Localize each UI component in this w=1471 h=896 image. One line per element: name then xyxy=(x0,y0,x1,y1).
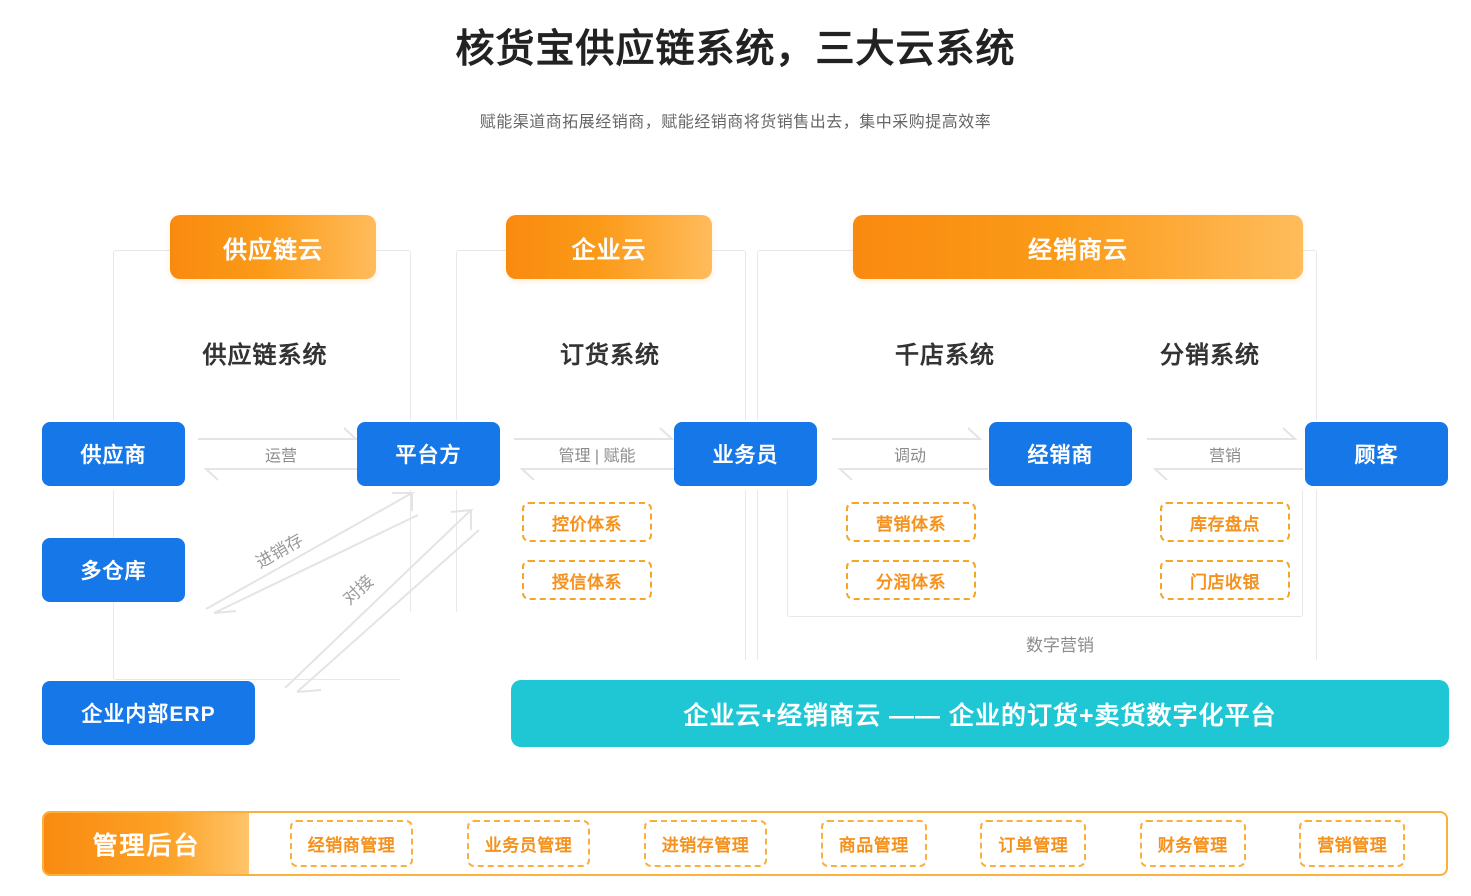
role-label: 多仓库 xyxy=(80,560,147,583)
tag-price-control[interactable]: 控价体系 xyxy=(522,502,652,542)
system-caption-store: 千店系统 xyxy=(895,342,995,369)
admin-item-distributor-management[interactable]: 经销商管理 xyxy=(289,820,414,867)
page-subtitle: 赋能渠道商拓展经销商，赋能经销商将货销售出去，集中采购提高效率 xyxy=(479,114,992,131)
admin-items: 经销商管理 业务员管理 进销存管理 商品管理 订单管理 财务管理 营销管理 xyxy=(249,813,1446,874)
admin-item-inventory-management[interactable]: 进销存管理 xyxy=(643,820,768,867)
role-box-warehouse[interactable]: 多仓库 xyxy=(42,538,185,602)
double-diagonal-arrow-icon xyxy=(284,508,480,693)
admin-item-product-management[interactable]: 商品管理 xyxy=(820,820,927,867)
tag-label: 库存盘点 xyxy=(1190,514,1260,534)
system-caption-supply-chain: 供应链系统 xyxy=(202,342,328,369)
role-box-platform[interactable]: 平台方 xyxy=(357,422,500,486)
admin-item-salesperson-management[interactable]: 业务员管理 xyxy=(466,820,591,867)
tag-label: 门店收银 xyxy=(1190,572,1260,592)
tag-credit-system[interactable]: 授信体系 xyxy=(522,560,652,600)
double-arrow-icon xyxy=(198,427,364,481)
double-arrow-icon xyxy=(514,427,680,481)
tag-label: 分润体系 xyxy=(876,572,946,592)
role-label: 业务员 xyxy=(712,444,779,467)
connector-marketing: 营销 xyxy=(1145,425,1305,483)
page-title: 核货宝供应链系统，三大云系统 xyxy=(455,28,1016,71)
admin-item-marketing-management[interactable]: 营销管理 xyxy=(1299,820,1406,867)
role-box-salesperson[interactable]: 业务员 xyxy=(674,422,817,486)
connector-operation: 运营 xyxy=(196,425,366,483)
role-label: 供应商 xyxy=(80,444,147,467)
cloud-label: 企业云 xyxy=(571,236,647,264)
digital-marketing-caption: 数字营销 xyxy=(1026,636,1094,655)
tag-store-cashier[interactable]: 门店收银 xyxy=(1160,560,1290,600)
teal-banner: 企业云+经销商云 —— 企业的订货+卖货数字化平台 xyxy=(511,680,1449,747)
system-caption-order: 订货系统 xyxy=(560,342,660,369)
tag-inventory-count[interactable]: 库存盘点 xyxy=(1160,502,1290,542)
admin-item-order-management[interactable]: 订单管理 xyxy=(980,820,1087,867)
role-label: 顾客 xyxy=(1354,444,1399,467)
connector-label: 运营 xyxy=(196,441,366,467)
double-arrow-icon xyxy=(1147,427,1303,481)
admin-item-finance-management[interactable]: 财务管理 xyxy=(1139,820,1246,867)
cloud-label: 经销商云 xyxy=(1028,236,1128,264)
teal-banner-label: 企业云+经销商云 —— 企业的订货+卖货数字化平台 xyxy=(683,701,1277,730)
admin-bar: 管理后台 经销商管理 业务员管理 进销存管理 商品管理 订单管理 财务管理 营销… xyxy=(42,811,1448,876)
cloud-chip-distributor[interactable]: 经销商云 xyxy=(853,215,1303,279)
admin-badge: 管理后台 xyxy=(44,813,249,874)
tag-label: 营销体系 xyxy=(876,514,946,534)
connector-label: 调动 xyxy=(830,441,990,467)
cloud-chip-supply-chain[interactable]: 供应链云 xyxy=(170,215,376,279)
cloud-chip-enterprise[interactable]: 企业云 xyxy=(506,215,712,279)
admin-badge-label: 管理后台 xyxy=(92,831,201,860)
role-box-supplier[interactable]: 供应商 xyxy=(42,422,185,486)
connector-mobilize: 调动 xyxy=(830,425,990,483)
role-box-distributor[interactable]: 经销商 xyxy=(989,422,1132,486)
connector-manage-empower: 管理 | 赋能 xyxy=(512,425,682,483)
connector-label: 营销 xyxy=(1145,441,1305,467)
double-diagonal-arrow-icon xyxy=(205,492,419,614)
diagonal-jinxiaocun: 进销存 xyxy=(200,485,430,615)
role-label: 企业内部ERP xyxy=(81,703,216,726)
tag-label: 授信体系 xyxy=(552,572,622,592)
cloud-label: 供应链云 xyxy=(223,236,323,264)
diagonal-duijie: 对接 xyxy=(275,500,485,695)
system-caption-distribution: 分销系统 xyxy=(1160,342,1260,369)
tag-profit-sharing[interactable]: 分润体系 xyxy=(846,560,976,600)
role-label: 经销商 xyxy=(1027,444,1094,467)
role-box-erp[interactable]: 企业内部ERP xyxy=(42,681,255,745)
connector-label: 管理 | 赋能 xyxy=(512,441,682,467)
double-arrow-icon xyxy=(832,427,988,481)
tag-marketing-system[interactable]: 营销体系 xyxy=(846,502,976,542)
role-label: 平台方 xyxy=(395,444,462,467)
tag-label: 控价体系 xyxy=(552,514,622,534)
role-box-customer[interactable]: 顾客 xyxy=(1305,422,1448,486)
